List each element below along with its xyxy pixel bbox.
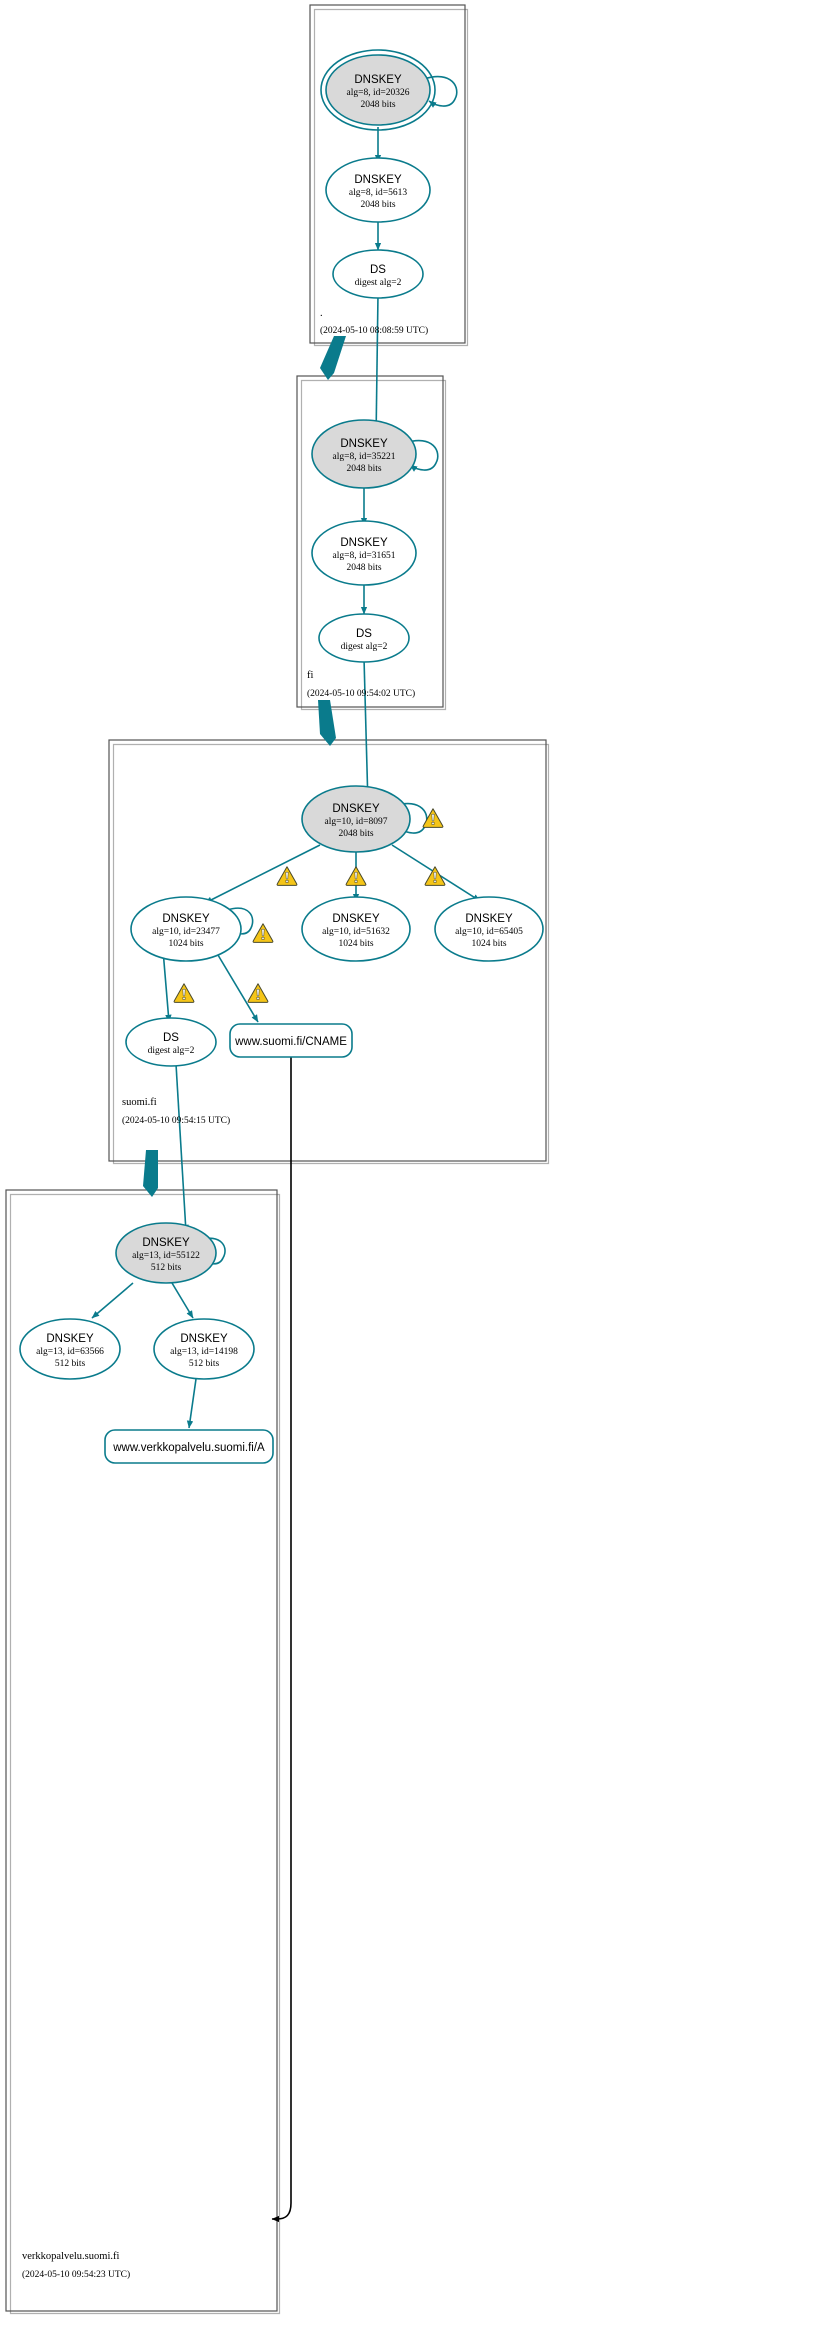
zone-box-verkkopalvelu-suomi-fi (5, 1189, 281, 2315)
warning-icon[interactable] (252, 923, 274, 943)
node-suomi-ksk[interactable]: DNSKEY alg=10, id=8097 2048 bits (301, 785, 411, 853)
zone-timestamp-verkkopalvelu: (2024-05-10 09:54:23 UTC) (22, 2269, 130, 2280)
node-title: DNSKEY (340, 537, 388, 549)
edge-verkko-ksk-to-14198 (171, 1282, 194, 1319)
node-title: DNSKEY (332, 803, 380, 815)
node-line1: alg=13, id=63566 (36, 1347, 104, 1357)
edge-ds-verkko-to-verkko-dnskey (175, 1063, 189, 1233)
edge-ds-suomi-to-suomi-dnskey (363, 657, 372, 806)
node-line2: 2048 bits (360, 200, 395, 210)
node-verkko-ksk[interactable]: DNSKEY alg=13, id=55122 512 bits (115, 1222, 217, 1284)
rrset-www-verkko-a[interactable]: www.verkkopalvelu.suomi.fi/A (104, 1429, 274, 1464)
node-fi-zsk[interactable]: DNSKEY alg=8, id=31651 2048 bits (311, 520, 417, 586)
node-title: DS (163, 1032, 179, 1044)
node-title: DNSKEY (332, 913, 380, 925)
rrset-label: www.verkkopalvelu.suomi.fi/A (112, 1442, 265, 1454)
node-line1: alg=8, id=35221 (333, 452, 396, 462)
zone-box-fi (296, 375, 447, 711)
node-line1: alg=13, id=14198 (170, 1347, 238, 1357)
zone-box-root (309, 4, 469, 347)
warning-icon[interactable] (424, 866, 446, 886)
node-line2: 2048 bits (360, 100, 395, 110)
node-suomi-zsk-65405[interactable]: DNSKEY alg=10, id=65405 1024 bits (434, 896, 544, 962)
node-title: DNSKEY (340, 438, 388, 450)
edge-trust-root-to-fi (320, 336, 346, 380)
node-line2: 512 bits (189, 1359, 220, 1369)
warning-icon[interactable] (247, 983, 269, 1003)
node-title: DNSKEY (465, 913, 513, 925)
zone-label-root: . (320, 308, 323, 319)
node-fi-ksk[interactable]: DNSKEY alg=8, id=35221 2048 bits (311, 419, 417, 489)
edge-ds-fi-to-fi-dnskey (372, 293, 380, 441)
edge-suomi-ksk-to-23477 (204, 844, 321, 904)
node-fi-ds-suomi[interactable]: DS digest alg=2 (318, 613, 410, 663)
zone-timestamp-fi: (2024-05-10 09:54:02 UTC) (307, 688, 415, 699)
node-line1: alg=10, id=51632 (322, 927, 390, 937)
zone-timestamp-suomi-fi: (2024-05-10 09:54:15 UTC) (122, 1115, 230, 1126)
node-line2: 2048 bits (346, 563, 381, 573)
node-title: DS (356, 628, 372, 640)
node-verkko-zsk-63566[interactable]: DNSKEY alg=13, id=63566 512 bits (19, 1318, 121, 1380)
zone-label-fi: fi (307, 670, 313, 681)
edge-cname-to-a-record (271, 1057, 292, 2223)
node-line1: alg=10, id=23477 (152, 927, 220, 937)
node-line1: alg=8, id=31651 (333, 551, 396, 561)
edge-23477-to-cname (214, 949, 259, 1023)
node-root-ksk[interactable]: DNSKEY alg=8, id=20326 2048 bits (320, 49, 436, 131)
node-line1: digest alg=2 (355, 278, 402, 288)
node-line1: alg=10, id=65405 (455, 927, 523, 937)
node-title: DNSKEY (142, 1237, 190, 1249)
node-verkko-zsk-14198[interactable]: DNSKEY alg=13, id=14198 512 bits (153, 1318, 255, 1380)
rrset-label: www.suomi.fi/CNAME (234, 1036, 347, 1048)
node-title: DNSKEY (354, 174, 402, 186)
node-title: DNSKEY (180, 1333, 228, 1345)
node-line2: 2048 bits (346, 464, 381, 474)
rrset-www-suomi-cname[interactable]: www.suomi.fi/CNAME (229, 1023, 353, 1058)
node-line1: digest alg=2 (341, 642, 388, 652)
node-line2: 1024 bits (168, 939, 203, 949)
node-root-zsk[interactable]: DNSKEY alg=8, id=5613 2048 bits (325, 157, 431, 223)
edge-fi-ksk-self (404, 439, 439, 472)
node-line1: alg=8, id=5613 (349, 188, 407, 198)
zone-label-suomi-fi: suomi.fi (122, 1097, 157, 1108)
node-title: DNSKEY (46, 1333, 94, 1345)
zone-label-verkkopalvelu: verkkopalvelu.suomi.fi (22, 2251, 119, 2262)
node-line2: 512 bits (55, 1359, 86, 1369)
edge-verkko-ksk-to-63566 (91, 1282, 134, 1319)
node-line1: digest alg=2 (148, 1046, 195, 1056)
edge-23477-to-ds-verkko (162, 949, 172, 1023)
zone-timestamp-root: (2024-05-10 08:08:59 UTC) (320, 325, 428, 336)
warning-icon[interactable] (276, 866, 298, 886)
edge-root-ksk-self (423, 75, 458, 108)
node-suomi-zsk-51632[interactable]: DNSKEY alg=10, id=51632 1024 bits (301, 896, 411, 962)
node-line2: 1024 bits (471, 939, 506, 949)
node-root-ds-fi[interactable]: DS digest alg=2 (332, 249, 424, 299)
node-line1: alg=13, id=55122 (132, 1251, 200, 1261)
edge-trust-suomi-to-verkko (143, 1150, 158, 1197)
node-line1: alg=8, id=20326 (347, 88, 410, 98)
warning-icon[interactable] (173, 983, 195, 1003)
edge-14198-to-a-record (186, 1371, 198, 1429)
node-line2: 512 bits (151, 1263, 182, 1273)
node-line2: 1024 bits (338, 939, 373, 949)
node-suomi-zsk-23477[interactable]: DNSKEY alg=10, id=23477 1024 bits (130, 896, 242, 962)
node-suomi-ds-verkko[interactable]: DS digest alg=2 (125, 1017, 217, 1067)
node-title: DNSKEY (162, 913, 210, 925)
node-line2: 2048 bits (338, 829, 373, 839)
edge-trust-fi-to-suomi (318, 700, 336, 746)
warning-icon[interactable] (345, 866, 367, 886)
node-title: DS (370, 264, 386, 276)
node-line1: alg=10, id=8097 (325, 817, 388, 827)
node-title: DNSKEY (354, 74, 402, 86)
warning-icon[interactable] (422, 808, 444, 828)
